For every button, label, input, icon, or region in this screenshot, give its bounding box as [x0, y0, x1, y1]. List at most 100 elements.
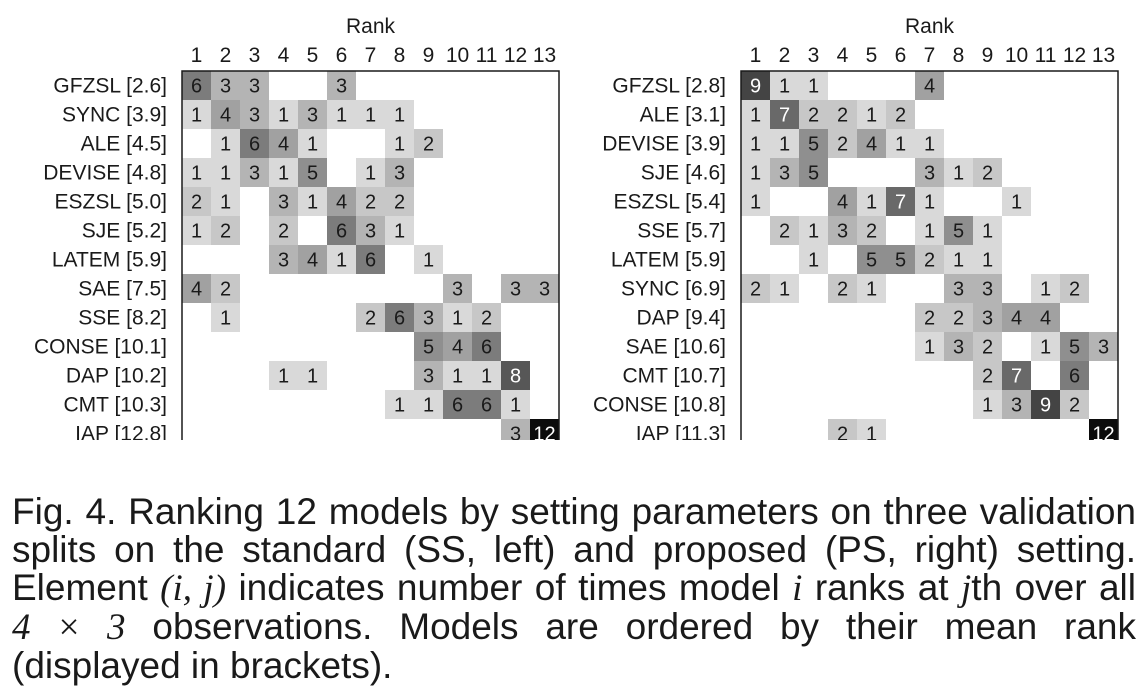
row-label: DAP [9.4]: [637, 307, 727, 330]
column-tick-label: 13: [533, 44, 556, 67]
column-tick-label: 9: [982, 44, 994, 67]
row-label: ALE [3.1]: [640, 104, 726, 127]
cell-value: 1: [423, 395, 434, 417]
cell-value: 1: [924, 337, 935, 359]
heatmap-cell: [828, 274, 857, 303]
cell-value: 6: [191, 76, 202, 98]
cell-value: 1: [750, 163, 761, 185]
cell-value: 7: [779, 105, 790, 127]
heatmap-cell: [799, 100, 828, 129]
cell-value: 1: [779, 76, 790, 98]
cell-value: 5: [866, 250, 877, 272]
heatmap-cell: [269, 361, 298, 390]
cell-value: 2: [394, 192, 405, 214]
heatmap-cell: [973, 158, 1002, 187]
heatmap-cell: [240, 129, 269, 158]
heatmap-cell: [915, 158, 944, 187]
cell-value: 4: [278, 134, 289, 156]
cell-value: 5: [895, 250, 906, 272]
heatmap-cell: [414, 332, 443, 361]
heatmap-cell: [886, 100, 915, 129]
caption-math-i: i: [792, 568, 803, 609]
cell-value: 1: [924, 221, 935, 243]
heatmap-cell: [443, 361, 472, 390]
cell-value: 2: [220, 221, 231, 243]
column-tick-label: 10: [446, 44, 469, 67]
column-tick-label: 7: [365, 44, 377, 67]
cell-value: 1: [423, 250, 434, 272]
caption-math-count: 4 × 3: [12, 607, 126, 648]
heatmap-cell: [973, 216, 1002, 245]
heatmap-cell: [944, 158, 973, 187]
row-label: SAE [7.5]: [78, 278, 167, 301]
column-tick-label: 10: [1005, 44, 1028, 67]
heatmap-cell: [799, 245, 828, 274]
heatmap-cell: [356, 100, 385, 129]
heatmap-cell: [1002, 361, 1031, 390]
heatmap-cell: [356, 158, 385, 187]
cell-value: 2: [866, 221, 877, 243]
cell-value: 1: [278, 366, 289, 388]
cell-value: 9: [1040, 395, 1051, 417]
heatmap-cell: [857, 274, 886, 303]
cell-value: 1: [452, 366, 463, 388]
row-label: SYNC [6.9]: [621, 278, 726, 301]
cell-value: 3: [982, 279, 993, 301]
column-tick-label: 2: [220, 44, 232, 67]
cell-value: 1: [394, 395, 405, 417]
cell-value: 3: [510, 424, 521, 441]
cell-value: 1: [808, 76, 819, 98]
heatmap-cell: [915, 332, 944, 361]
heatmap-cell: [327, 71, 356, 100]
heatmap-cell: [443, 332, 472, 361]
cell-value: 3: [423, 308, 434, 330]
cell-value: 1: [365, 163, 376, 185]
cell-value: 3: [779, 163, 790, 185]
heatmap-cell: [298, 100, 327, 129]
cell-value: 3: [1011, 395, 1022, 417]
column-tick-label: 5: [866, 44, 878, 67]
cell-value: 2: [808, 105, 819, 127]
cell-value: 7: [1011, 366, 1022, 388]
cell-value: 2: [982, 163, 993, 185]
heatmap-cell: [472, 361, 501, 390]
cell-value: 2: [953, 308, 964, 330]
cell-value: 1: [953, 163, 964, 185]
heatmap-cell: [501, 274, 530, 303]
heatmap-cell: [501, 361, 530, 390]
heatmap-cell: [915, 245, 944, 274]
cell-value: 5: [808, 163, 819, 185]
cell-value: 1: [191, 221, 202, 243]
heatmap-cell: [240, 71, 269, 100]
heatmap-cell: [857, 187, 886, 216]
cell-value: 12: [1092, 424, 1114, 441]
cell-value: 6: [365, 250, 376, 272]
row-label: DEVISE [3.9]: [602, 133, 726, 156]
column-tick-label: 1: [750, 44, 762, 67]
heatmap-cell: [973, 274, 1002, 303]
cell-value: 1: [779, 279, 790, 301]
row-label: IAP [11.3]: [636, 423, 726, 441]
heatmap-cell: [182, 158, 211, 187]
cell-value: 4: [191, 279, 202, 301]
heatmap-cell: [211, 303, 240, 332]
cell-value: 1: [220, 308, 231, 330]
heatmap-cell: [269, 100, 298, 129]
heatmap-cell: [973, 332, 1002, 361]
cell-value: 3: [249, 163, 260, 185]
cell-value: 1: [924, 134, 935, 156]
heatmap-cell: [944, 274, 973, 303]
heatmap-cell: [530, 274, 559, 303]
column-tick-label: 3: [808, 44, 820, 67]
caption-text-1: Fig. 4. Ranking 12 models by setting par…: [12, 491, 1136, 608]
cell-value: 2: [365, 192, 376, 214]
cell-value: 1: [808, 221, 819, 243]
heatmap-cell: [828, 216, 857, 245]
row-label: ESZSL [5.4]: [614, 191, 726, 214]
column-tick-label: 1: [191, 44, 203, 67]
heatmap-cell: [443, 274, 472, 303]
heatmap-cell: [741, 158, 770, 187]
column-tick-label: 13: [1092, 44, 1115, 67]
